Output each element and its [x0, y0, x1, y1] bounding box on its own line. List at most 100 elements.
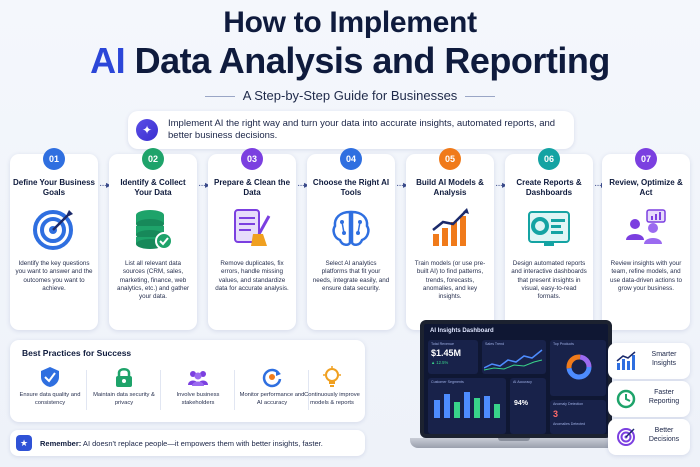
lightbulb-icon [321, 366, 343, 388]
team-icon [623, 206, 669, 252]
intro-banner: ✦ Implement AI the right way and turn yo… [128, 111, 574, 149]
laptop-base [410, 438, 618, 448]
step-number: 06 [538, 148, 560, 170]
outcome-label: Smarter Insights [651, 351, 677, 367]
revenue-label: Total Revenue [431, 342, 454, 346]
page-subtitle: A Step-by-Step Guide for Businesses [0, 88, 700, 103]
star-icon: ★ [16, 435, 32, 451]
ai-accuracy-value: 94% [514, 400, 529, 407]
divider [308, 370, 309, 410]
best-practice-label: Continuously improve models & reports [304, 392, 360, 406]
ai-accuracy-label: AI Accuracy [513, 380, 532, 384]
step-title: Review, Optimize & Act [609, 178, 683, 197]
best-practices-panel: Best Practices for Success Ensure data q… [10, 340, 365, 422]
revenue-change: ▲ 12.5% [431, 360, 449, 365]
ai-accuracy-card: AI Accuracy 94% [510, 378, 546, 434]
steps-row: 01 Define Your Business Goals Identify t… [10, 148, 690, 330]
intro-text: Implement AI the right way and turn your… [168, 118, 556, 141]
outcome-card-1: Smarter Insights [608, 343, 690, 379]
page-title-line2: AI Data Analysis and Reporting [0, 40, 700, 82]
sales-trend-card: Sales Trend [482, 340, 546, 374]
dashboard-screen: AI Insights Dashboard Total Revenue $1.4… [420, 320, 612, 438]
step-card-4: 04 Choose the Right AI Tools Select AI a… [307, 148, 395, 330]
best-practice-label: Maintain data security & privacy [93, 392, 155, 406]
best-practice-item: Monitor performance and AI accuracy [238, 366, 306, 407]
step-title: Build AI Models & Analysis [416, 178, 484, 197]
growth-chart-icon [427, 206, 473, 252]
dashboard-icon [526, 206, 572, 252]
step-description: Train models (or use pre-built AI) to fi… [414, 260, 486, 301]
divider [160, 370, 161, 410]
step-description: Design automated reports and interactive… [511, 260, 587, 301]
outcome-label: Better Decisions [648, 427, 680, 443]
sparkle-icon: ✦ [136, 119, 158, 141]
best-practice-label: Involve business stakeholders [176, 392, 220, 406]
top-products-card: Top Products [550, 340, 606, 396]
database-icon [130, 206, 176, 252]
step-title: Identify & Collect Your Data [120, 178, 186, 197]
remember-text: Remember: AI doesn't replace people—it e… [40, 439, 323, 448]
step-description: Review insights with your team, refine m… [609, 260, 683, 292]
step-card-6: 06 Create Reports & Dashboards Design au… [505, 148, 593, 330]
anomaly-label: Anomaly Detection [553, 402, 584, 406]
revenue-value: $1.45M [431, 348, 462, 358]
step-number: 05 [439, 148, 461, 170]
arrow-icon: ···▸ [297, 180, 309, 191]
sales-trend-line [484, 349, 543, 371]
lock-icon [113, 366, 135, 388]
arrow-icon: ···▸ [495, 180, 507, 191]
remember-body: AI doesn't replace people—it empowers th… [81, 438, 323, 448]
outcome-card-3: Better Decisions [608, 419, 690, 455]
step-description: List all relevant data sources (CRM, sal… [116, 260, 190, 301]
best-practices-title: Best Practices for Success [22, 348, 132, 358]
shield-check-icon [39, 366, 61, 388]
best-practice-item: Continuously improve models & reports [298, 366, 366, 407]
step-card-5: 05 Build AI Models & Analysis Train mode… [406, 148, 494, 330]
best-practice-item: Ensure data quality and consistency [16, 366, 84, 407]
sales-trend-label: Sales Trend [485, 342, 505, 346]
arrow-icon: ···▸ [198, 180, 210, 191]
refresh-icon [261, 366, 283, 388]
title-rest: Data Analysis and Reporting [125, 40, 611, 81]
target-icon [31, 206, 77, 252]
brain-icon [328, 206, 374, 252]
divider [86, 370, 87, 410]
best-practice-label: Monitor performance and AI accuracy [239, 392, 305, 406]
page-title-line1: How to Implement [223, 6, 477, 39]
step-number: 02 [142, 148, 164, 170]
step-card-1: 01 Define Your Business Goals Identify t… [10, 148, 98, 330]
revenue-card: Total Revenue $1.45M ▲ 12.5% [428, 340, 478, 374]
dashboard-title: AI Insights Dashboard [430, 328, 494, 334]
arrow-icon: ···▸ [99, 180, 111, 191]
step-card-7: 07 Review, Optimize & Act Review insight… [602, 148, 690, 330]
segments-bars [434, 392, 500, 418]
customer-segments-card: Customer Segments [428, 378, 506, 434]
title-ai-word: AI [90, 40, 126, 81]
laptop-notch [498, 438, 530, 441]
step-card-2: 02 Identify & Collect Your Data List all… [109, 148, 197, 330]
anomaly-sub: Anomalies Detected [553, 422, 586, 426]
arrow-icon: ···▸ [594, 180, 606, 191]
step-number: 07 [635, 148, 657, 170]
target-icon [616, 427, 636, 447]
remember-banner: ★ Remember: AI doesn't replace people—it… [10, 430, 365, 456]
step-title: Define Your Business Goals [13, 178, 95, 197]
remember-label: Remember: [40, 438, 82, 448]
best-practice-label: Ensure data quality and consistency [19, 392, 81, 406]
step-description: Select AI analytics platforms that fit y… [312, 260, 390, 292]
step-title: Choose the Right AI Tools [312, 178, 390, 197]
laptop-dashboard: AI Insights Dashboard Total Revenue $1.4… [410, 320, 618, 467]
step-description: Remove duplicates, fix errors, handle mi… [215, 260, 289, 292]
customer-segments-label: Customer Segments [431, 380, 464, 384]
step-card-3: 03 Prepare & Clean the Data Remove dupli… [208, 148, 296, 330]
document-broom-icon [229, 206, 275, 252]
outcome-card-2: Faster Reporting [608, 381, 690, 417]
clock-icon [616, 389, 636, 409]
step-title: Prepare & Clean the Data [213, 178, 291, 197]
step-title: Create Reports & Dashboards [516, 178, 582, 197]
step-description: Identify the key questions you want to a… [15, 260, 93, 292]
donut-chart [566, 354, 592, 380]
best-practice-item: Maintain data security & privacy [90, 366, 158, 407]
step-number: 03 [241, 148, 263, 170]
subtitle-text: A Step-by-Step Guide for Businesses [242, 88, 458, 103]
